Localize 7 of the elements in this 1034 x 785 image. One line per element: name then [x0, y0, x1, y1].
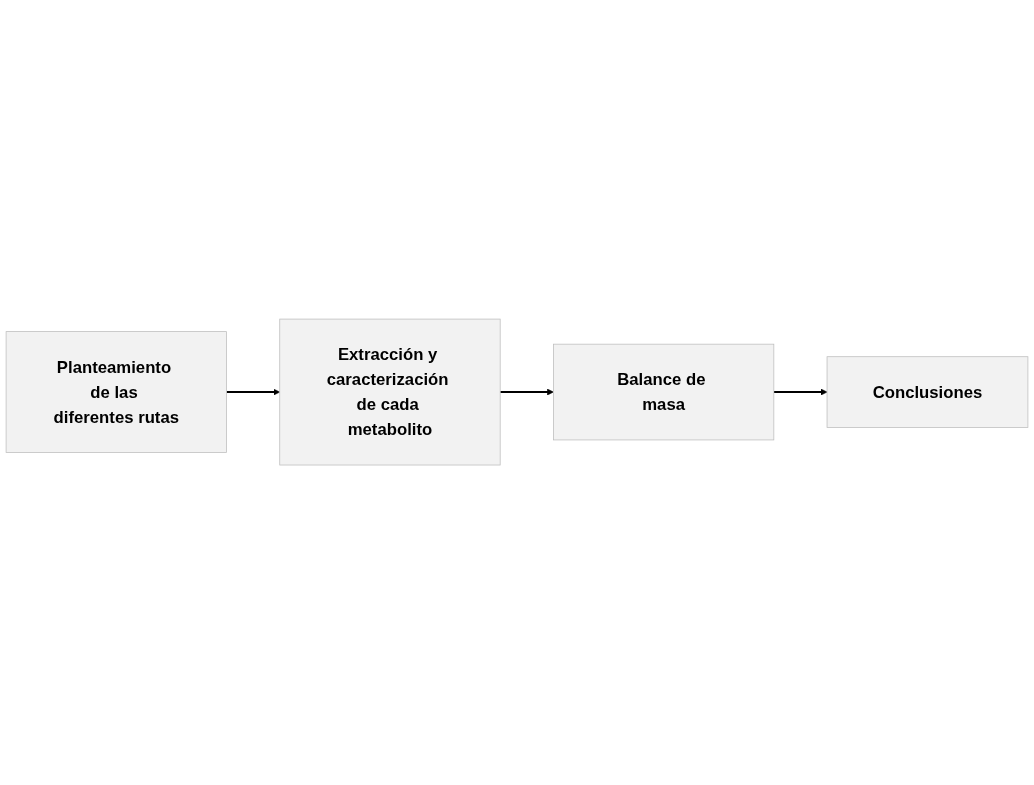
arrow	[772, 389, 828, 396]
arrow	[225, 389, 281, 396]
node-box: Conclusiones	[826, 356, 1029, 429]
node-box: Extracción y caracterización de cada metabolito	[279, 319, 501, 466]
node-box: Balance de masa	[553, 344, 775, 441]
arrow	[499, 389, 554, 396]
node-box: Planteamiento de las diferentes rutas	[5, 331, 227, 454]
